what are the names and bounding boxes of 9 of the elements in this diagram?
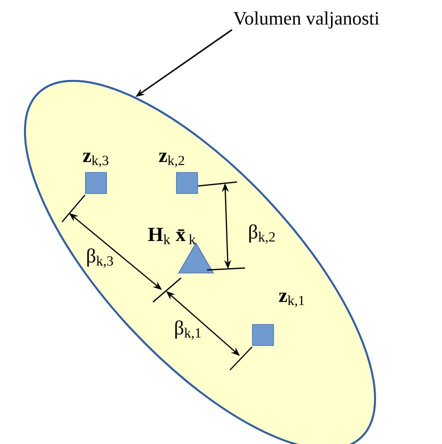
dimension-label: β$_{k,3}$ [87, 248, 113, 268]
marker-label: z$_{k,3}$ [83, 152, 108, 168]
dimension-label: β$_{k,1}$ [175, 320, 201, 340]
callout-text: Volumen valjanosti [233, 11, 380, 29]
ellipse [24, 80, 376, 444]
dimension-label: β$_{k,2}$ [249, 224, 275, 244]
marker-label: z$_{k,1}$ [279, 292, 304, 308]
marker-label: z$_{k,2}$ [159, 152, 184, 168]
marker-label: H$_{k}$ x̄$_{k}$ [148, 228, 196, 244]
